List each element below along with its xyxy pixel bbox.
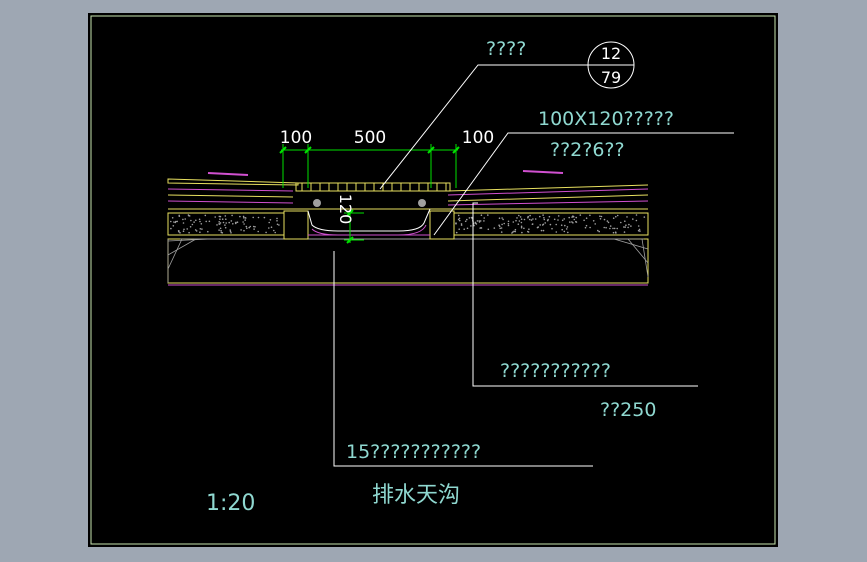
drawing-frame <box>90 15 776 545</box>
gutter-bead-left <box>313 199 321 207</box>
dim-right: 100 <box>462 128 494 148</box>
leader-lines <box>333 64 734 467</box>
callout-base: ??????????? <box>500 360 611 382</box>
dimension-lines <box>279 144 460 244</box>
callout-base-sub: ??250 <box>600 399 656 421</box>
drawing-sheet: 100 500 100 120 12 79 ???? 100X120????? … <box>88 13 778 547</box>
dim-depth: 120 <box>336 194 355 225</box>
callout-layer: 15??????????? <box>346 441 481 463</box>
detail-reference: 12 79 <box>587 41 635 89</box>
callout-cover: ???? <box>486 38 526 60</box>
callout-gutter-sub: ??2?6?? <box>550 139 625 161</box>
surface-lines <box>167 170 649 210</box>
drawing-title: 排水天沟 <box>372 483 460 508</box>
gravel-layer <box>167 212 649 236</box>
drawing-scale: 1:20 <box>206 491 255 516</box>
gutter-channel <box>283 199 455 240</box>
drawing-canvas: 100 500 100 120 12 79 ???? 100X120????? … <box>90 15 776 545</box>
detail-number: 12 <box>601 44 621 63</box>
dim-left: 100 <box>280 128 312 148</box>
gutter-bead-right <box>418 199 426 207</box>
section-geometry <box>167 170 649 286</box>
grating-cover <box>295 182 451 192</box>
callout-gutter: 100X120????? <box>538 108 674 130</box>
dim-middle: 500 <box>354 128 386 148</box>
concrete-layer <box>167 238 649 286</box>
detail-sheet: 79 <box>601 68 621 87</box>
